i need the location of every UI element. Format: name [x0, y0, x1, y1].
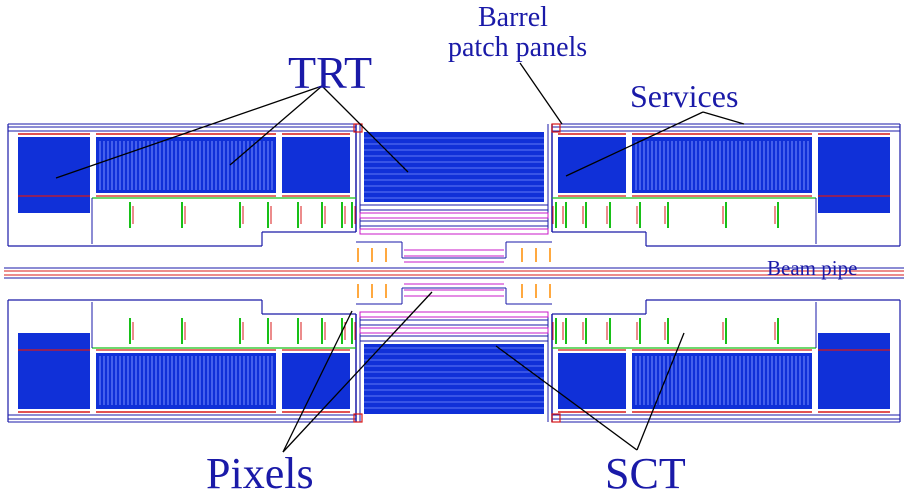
services-leader-line	[702, 111, 745, 125]
trt-endcap-wheel-c	[18, 333, 90, 409]
trt-modules	[18, 133, 890, 413]
patch-panel-marker	[353, 123, 363, 133]
sct-barrel-layer	[359, 212, 549, 219]
trt-endcap-wheel-a	[632, 353, 812, 409]
leader-lines	[55, 62, 745, 453]
trt-endcap-wheel-a2	[558, 137, 626, 193]
trt-endcap-wheel-c	[818, 333, 890, 409]
sct-barrel	[359, 132, 549, 414]
label-beam-pipe: Beam pipe	[767, 256, 858, 280]
patch-panel-marker	[551, 413, 561, 423]
beam-pipe	[4, 267, 904, 279]
trt-endcap-wheel-a	[96, 353, 276, 409]
patch-panel-marker	[353, 413, 363, 423]
services-leader-line	[565, 111, 704, 177]
sct-barrel-layer	[359, 311, 549, 318]
trt-endcap-wheel-c	[818, 137, 890, 213]
label-pixels: Pixels	[206, 449, 314, 498]
trt-leader-line	[229, 85, 323, 166]
sct-barrel-layer	[359, 319, 549, 326]
patch-panel-leader-line	[519, 62, 563, 125]
label-services: Services	[630, 78, 739, 114]
trt-barrel-lower	[364, 344, 544, 414]
trt-endcap-wheel-a2	[282, 353, 350, 409]
label-sct: SCT	[605, 449, 686, 498]
trt-endcap-wheel-a	[632, 137, 812, 193]
trt-leader-line	[55, 85, 323, 179]
label-trt: TRT	[288, 47, 373, 98]
trt-leader-line	[321, 85, 409, 173]
trt-endcap-wheel-a	[96, 137, 276, 193]
sct-barrel-layer	[359, 335, 549, 342]
sct-barrel-layer	[359, 228, 549, 235]
sct-barrel-layer	[359, 220, 549, 227]
trt-barrel-upper	[364, 132, 544, 202]
label-barrel-patch-panels-line2: patch panels	[448, 32, 588, 63]
barrel-patch-panel-markers	[353, 123, 561, 423]
label-barrel-patch-panels-line1: Barrel	[478, 2, 548, 33]
detector-outline	[7, 123, 901, 423]
trt-endcap-wheel-c	[18, 137, 90, 213]
pixels-leader-line	[282, 291, 433, 453]
sct-leader-line	[636, 332, 685, 451]
sct-endcap-disks	[91, 197, 817, 349]
sct-barrel-layer	[359, 204, 549, 211]
trt-endcap-wheel-a2	[558, 353, 626, 409]
trt-endcap-wheel-a2	[282, 137, 350, 193]
patch-panel-marker	[551, 123, 561, 133]
sct-leader-line	[495, 345, 638, 451]
pixel-detector	[357, 248, 551, 298]
sct-barrel-layer	[359, 327, 549, 334]
pixels-leader-line	[282, 310, 353, 453]
